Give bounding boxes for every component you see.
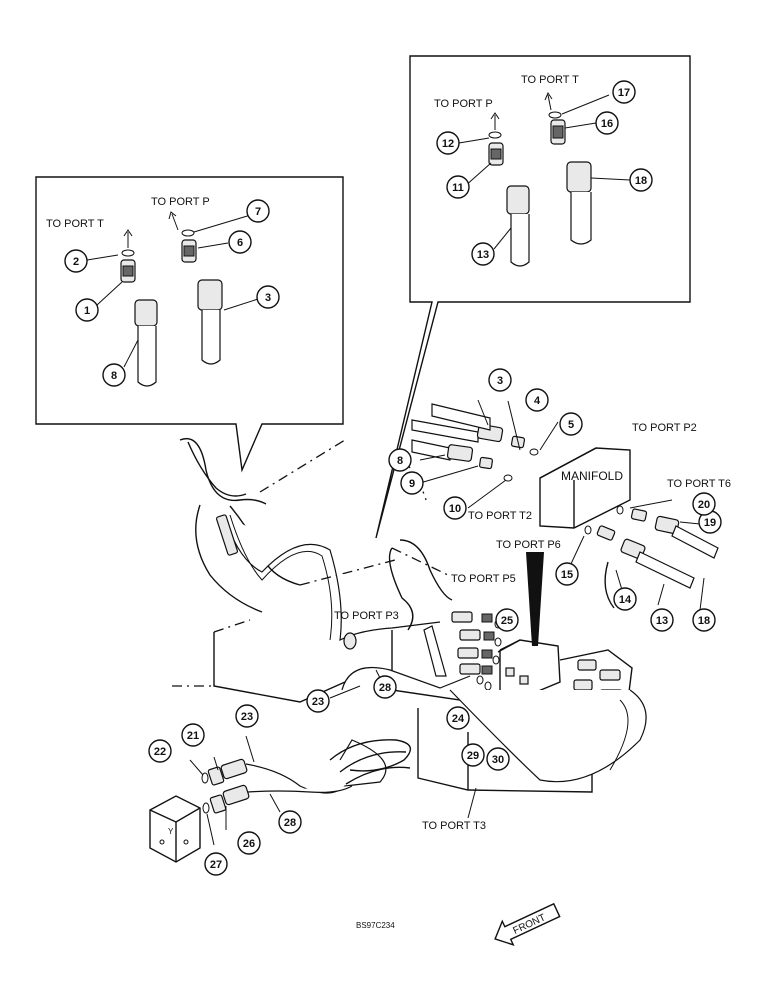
manifold-hoses-right [569,499,719,611]
callout-circle-11 [446,175,470,199]
port-p6-pointer [526,552,544,646]
to-port-p-label-right: TO PORT P [434,98,493,110]
callout-number-29: 29 [467,750,479,762]
callout-number-14: 14 [619,594,632,606]
callout-circle-13 [471,242,495,266]
callout-number-1: 1 [84,305,90,317]
callout-number-26: 26 [243,838,255,850]
callout-number-22: 22 [154,746,166,758]
right-detail-inset [375,55,691,539]
callout-circle-22 [148,739,172,763]
callout-number-8: 8 [397,455,403,467]
callout-number-7: 7 [255,206,261,218]
callout-group: 1234567891011121314151617181920212223242… [64,80,722,876]
callout-circle-14 [613,587,637,611]
callout-circle-23 [306,689,330,713]
callout-number-8: 8 [111,370,117,382]
callout-number-20: 20 [698,499,710,511]
callout-number-25: 25 [501,615,513,627]
callout-circle-27 [204,852,228,876]
front-arrow: FRONT [494,902,561,946]
callout-circle-18 [692,608,716,632]
callout-circle-16 [595,111,619,135]
callout-circle-24 [446,706,470,730]
callout-circle-1 [75,298,99,322]
callout-number-17: 17 [618,87,630,99]
callout-circle-8 [102,363,126,387]
callout-circle-8 [388,448,412,472]
boom-assembly [172,438,453,703]
to-port-t-label-right: TO PORT T [521,74,579,86]
drawing-code: BS97C234 [356,921,395,930]
lower-left-hose-group: Y [149,669,412,863]
callout-number-11: 11 [452,182,464,194]
callout-circle-13 [650,608,674,632]
callout-number-27: 27 [210,859,222,871]
to-port-t2-label: TO PORT T2 [468,510,532,522]
callout-circle-2 [64,249,88,273]
callout-circle-25 [495,608,519,632]
callout-number-2: 2 [73,256,79,268]
callout-circle-9 [400,471,424,495]
to-port-t6-label: TO PORT T6 [667,478,731,490]
callout-number-13: 13 [656,615,668,627]
callout-number-10: 10 [449,503,461,515]
callout-number-28: 28 [379,682,391,694]
callout-number-28: 28 [284,817,296,829]
callout-number-21: 21 [187,730,199,742]
callout-number-30: 30 [492,754,504,766]
callout-number-18: 18 [698,615,710,627]
callout-number-23: 23 [241,711,253,723]
callout-circle-23 [235,704,259,728]
callout-number-3: 3 [265,292,271,304]
manifold-block [539,447,631,529]
callout-circle-15 [555,562,579,586]
to-port-p3-label: TO PORT P3 [334,610,399,622]
to-port-p5-label: TO PORT P5 [451,573,516,585]
callout-circle-4 [525,388,549,412]
manifold-label: MANIFOLD [561,469,623,483]
callout-circle-7 [246,199,270,223]
callout-number-4: 4 [534,395,541,407]
callout-circle-28 [278,810,302,834]
manifold-hoses-left [403,399,559,509]
to-port-p6-label: TO PORT P6 [496,539,561,551]
callout-circle-12 [436,131,460,155]
callout-circle-26 [237,831,261,855]
callout-number-15: 15 [561,569,573,581]
to-port-p2-label: TO PORT P2 [632,422,697,434]
to-port-p-label-left: TO PORT P [151,196,210,208]
callout-circle-6 [228,230,252,254]
callout-circle-10 [443,496,467,520]
callout-number-3: 3 [497,375,503,387]
callout-number-24: 24 [452,713,465,725]
callout-circle-17 [612,80,636,104]
callout-number-9: 9 [409,478,415,490]
callout-circle-5 [559,412,583,436]
callout-number-23: 23 [312,696,324,708]
callout-number-12: 12 [442,138,454,150]
callout-circle-3 [488,368,512,392]
callout-circle-3 [256,285,280,309]
callout-circle-30 [486,747,510,771]
callout-circle-20 [692,492,716,516]
callout-number-6: 6 [237,237,243,249]
callout-circle-29 [461,743,485,767]
left-detail-inset [35,176,344,473]
to-port-t3-leader [467,787,477,819]
svg-text:Y: Y [168,827,174,836]
callout-circle-21 [181,723,205,747]
callout-circle-28 [373,675,397,699]
callout-number-18: 18 [635,175,647,187]
front-label: FRONT [512,912,548,937]
callout-circle-18 [629,168,653,192]
to-port-t-label-left: TO PORT T [46,218,104,230]
callout-number-19: 19 [704,517,716,529]
callout-number-5: 5 [568,419,574,431]
callout-number-16: 16 [601,118,613,130]
to-port-t3-label: TO PORT T3 [422,820,486,832]
callout-number-13: 13 [477,249,489,261]
